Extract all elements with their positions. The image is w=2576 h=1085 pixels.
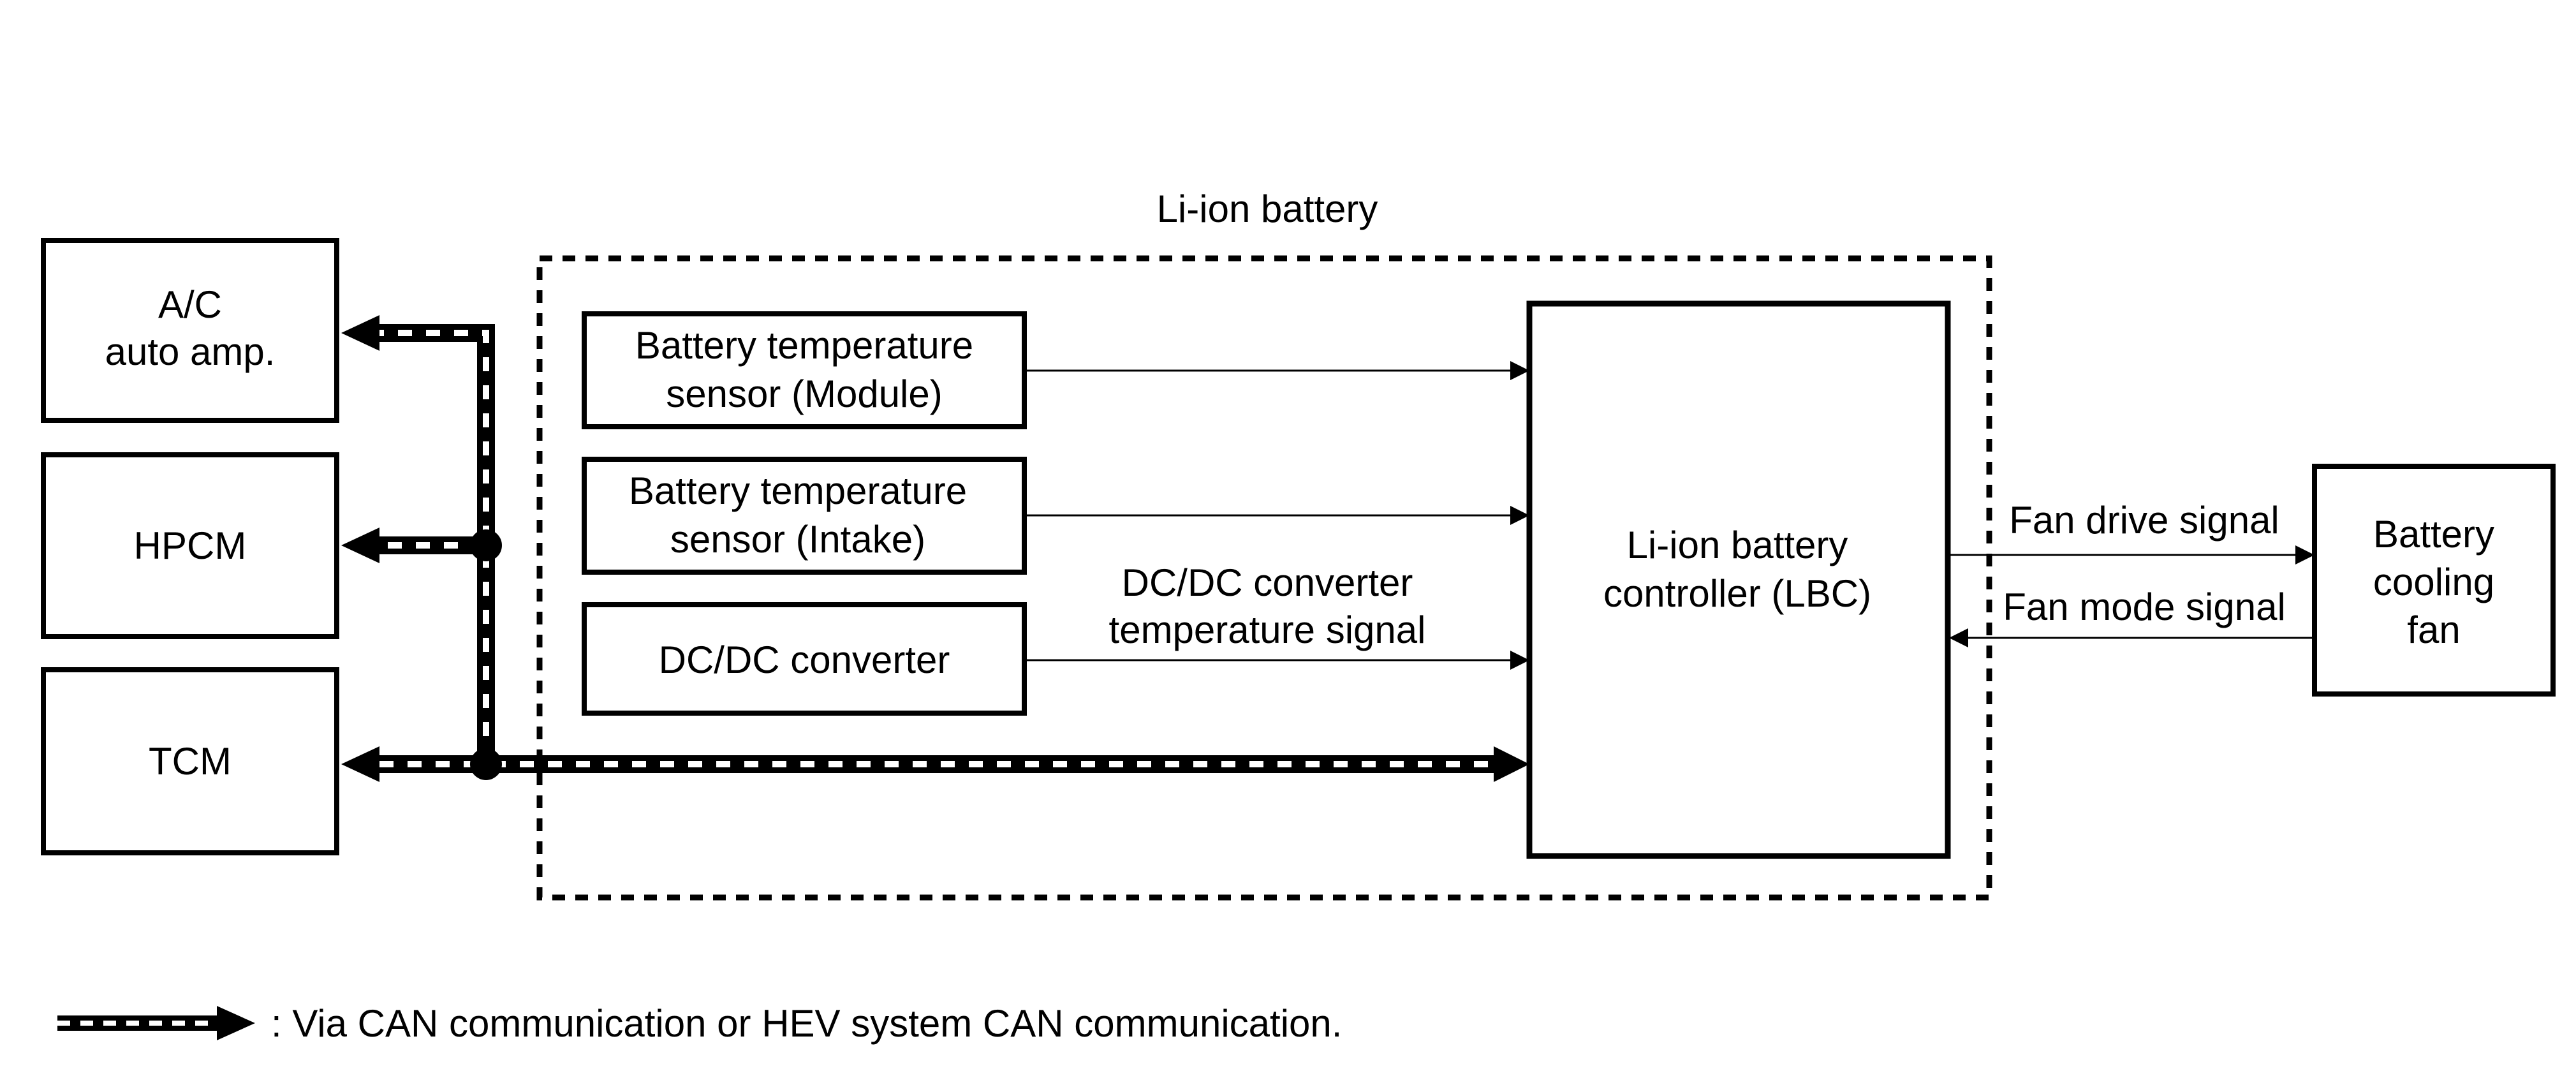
svg-text:fan: fan: [2407, 609, 2460, 651]
can-arrow-to-tcm: [341, 746, 379, 782]
can-arrow-to-ac: [341, 315, 379, 351]
svg-text:Battery: Battery: [2373, 513, 2494, 556]
group-title: Li-ion battery: [1157, 188, 1378, 230]
svg-text:cooling: cooling: [2373, 561, 2494, 603]
svg-text:Li-ion battery: Li-ion battery: [1627, 524, 1848, 566]
legend: : Via CAN communication or HEV system CA…: [57, 1002, 1342, 1045]
can-junction-tcm: [470, 748, 502, 780]
can-arrow-to-lbc: [1494, 746, 1529, 782]
label-fan-drive-signal: Fan drive signal: [2009, 499, 2279, 542]
svg-text:Battery temperature: Battery temperature: [629, 469, 967, 512]
svg-text:HPCM: HPCM: [134, 524, 247, 567]
can-junction-hpcm: [470, 529, 502, 561]
svg-text:auto amp.: auto amp.: [105, 330, 276, 373]
can-bus: [341, 315, 1529, 782]
block-tcm: TCM: [41, 667, 339, 855]
block-battery-cooling-fan: Battery cooling fan: [2312, 464, 2556, 697]
block-hpcm: HPCM: [41, 452, 339, 639]
label-dcdc-temp-signal-2: temperature signal: [1109, 609, 1426, 651]
svg-text:controller (LBC): controller (LBC): [1603, 572, 1871, 615]
block-ac-auto-amp: A/C auto amp.: [41, 238, 339, 423]
block-dcdc-converter: DC/DC converter: [582, 602, 1027, 716]
block-sensor-intake: Battery temperature sensor (Intake): [582, 457, 1027, 575]
legend-text: : Via CAN communication or HEV system CA…: [271, 1002, 1342, 1045]
li-ion-battery-group: [536, 255, 1992, 901]
svg-text:Battery temperature: Battery temperature: [635, 324, 973, 367]
can-arrow-to-hpcm: [341, 528, 379, 563]
block-lbc: Li-ion battery controller (LBC): [1526, 300, 1951, 859]
svg-text:sensor (Intake): sensor (Intake): [670, 518, 925, 561]
label-dcdc-temp-signal-1: DC/DC converter: [1122, 561, 1413, 604]
svg-text:DC/DC converter: DC/DC converter: [659, 638, 950, 681]
block-sensor-module: Battery temperature sensor (Module): [582, 311, 1027, 429]
svg-text:TCM: TCM: [149, 740, 232, 783]
label-fan-mode-signal: Fan mode signal: [2003, 586, 2286, 628]
svg-text:sensor (Module): sensor (Module): [666, 373, 943, 415]
svg-text:A/C: A/C: [158, 283, 222, 326]
legend-arrowhead: [217, 1006, 255, 1040]
